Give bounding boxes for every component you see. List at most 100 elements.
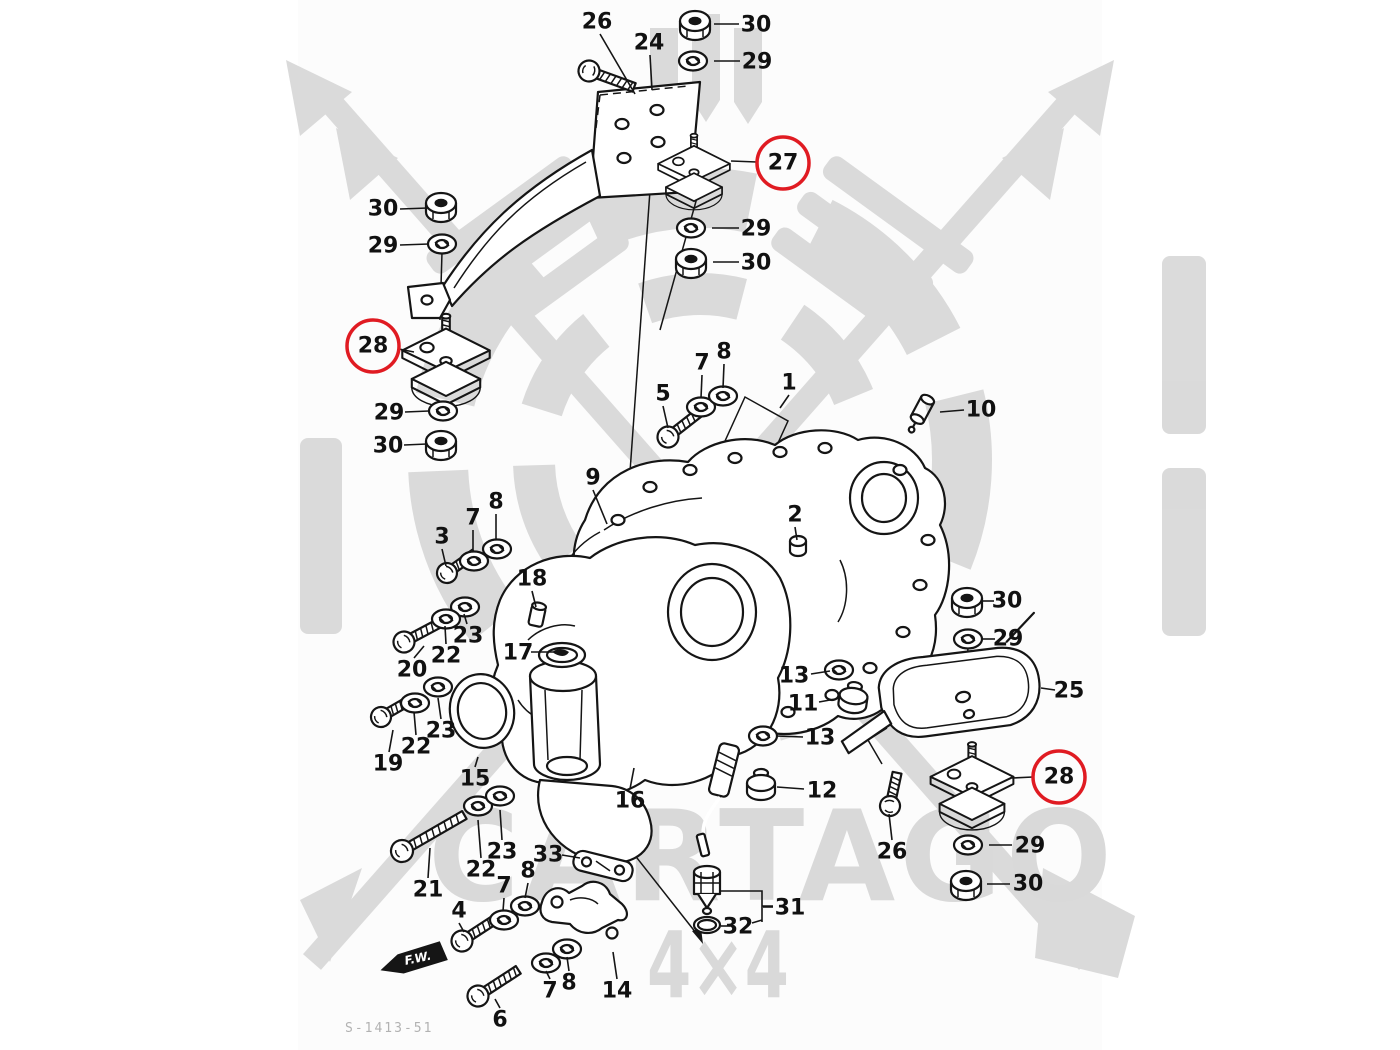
part-label-2: 2 — [787, 503, 802, 528]
breather-10 — [907, 393, 936, 434]
part-label-4: 4 — [451, 899, 466, 924]
washer-29 — [677, 50, 709, 72]
bearing-cap-17 — [537, 641, 587, 669]
leader-line-7 — [700, 374, 703, 399]
washer-7 — [458, 550, 490, 572]
part-label-10: 10 — [966, 398, 997, 423]
part-label-8: 8 — [520, 859, 535, 884]
leader-line-27 — [730, 160, 758, 163]
part-label-24: 24 — [634, 31, 665, 56]
part-label-7: 7 — [465, 506, 480, 531]
leader-line-3 — [441, 548, 447, 567]
leader-line-22 — [477, 819, 482, 859]
leader-line-7 — [545, 970, 551, 980]
part-label-23: 23 — [453, 624, 484, 649]
nut-30 — [950, 586, 984, 619]
leader-line-8 — [566, 956, 570, 972]
leader-line-33 — [561, 854, 581, 859]
part-label-14: 14 — [602, 979, 633, 1004]
part-label-32: 32 — [723, 915, 754, 940]
nut-30 — [949, 869, 983, 902]
nut-30 — [424, 429, 458, 462]
highlight-circle-27 — [755, 135, 811, 191]
mount-plate-25 — [840, 611, 1041, 755]
part-label-23: 23 — [426, 719, 457, 744]
leader-line-7 — [502, 897, 505, 912]
leader-line-13 — [810, 670, 831, 675]
direction-marker-label: F.W. — [403, 949, 432, 968]
leader-line-10 — [939, 409, 965, 413]
part-label-15: 15 — [460, 767, 491, 792]
part-label-8: 8 — [488, 490, 503, 515]
part-label-29: 29 — [741, 217, 772, 242]
highlight-circle-28 — [345, 318, 401, 374]
leader-line-6 — [494, 998, 501, 1009]
part-label-22: 22 — [431, 644, 462, 669]
part-label-8: 8 — [561, 971, 576, 996]
part-label-33: 33 — [533, 843, 564, 868]
retainer-ring-15 — [448, 673, 516, 749]
part-label-29: 29 — [368, 234, 399, 259]
nut-30 — [674, 247, 708, 280]
part-label-17: 17 — [503, 641, 534, 666]
leader-line-26 — [888, 813, 893, 841]
highlight-circle-28 — [1031, 749, 1087, 805]
bracket-14 — [539, 880, 628, 940]
leader-line-8 — [524, 882, 529, 899]
part-label-19: 19 — [373, 752, 404, 777]
part-label-30: 30 — [368, 197, 399, 222]
part-label-3: 3 — [434, 525, 449, 550]
leader-line-9 — [592, 489, 608, 525]
leader-line-18 — [531, 590, 537, 608]
o-ring-32 — [692, 915, 722, 935]
part-label-31: 31 — [775, 896, 806, 921]
leader-line-2 — [794, 526, 798, 541]
washer-7 — [530, 952, 562, 974]
washer-8 — [707, 385, 739, 407]
part-label-7: 7 — [496, 874, 511, 899]
part-label-27: 27 — [768, 151, 799, 176]
leader-line-15 — [474, 756, 479, 768]
leader-line-19 — [388, 729, 394, 753]
washer-8 — [509, 895, 541, 917]
part-label-13: 13 — [805, 726, 836, 751]
part-label-7: 7 — [694, 351, 709, 376]
part-label-22: 22 — [466, 858, 497, 883]
leader-line-24 — [649, 54, 653, 91]
part-label-22: 22 — [401, 735, 432, 760]
leader-line-30 — [403, 443, 428, 446]
washer-29 — [675, 217, 707, 239]
nut-30 — [424, 191, 458, 224]
washer-29 — [427, 400, 459, 422]
washer-29 — [952, 834, 984, 856]
leader-line-23 — [499, 809, 503, 841]
output-housing — [528, 659, 602, 782]
leader-line-29 — [404, 410, 430, 413]
leader-line-22 — [444, 625, 447, 645]
part-label-26: 26 — [877, 840, 908, 865]
part-label-20: 20 — [397, 658, 428, 683]
nut-30 — [678, 9, 712, 42]
mounting-bracket-24 — [406, 80, 702, 320]
part-label-7: 7 — [542, 979, 557, 1004]
part-label-8: 8 — [716, 340, 731, 365]
link-33 — [572, 849, 634, 883]
leader-line-25 — [1040, 687, 1056, 691]
leader-line-4 — [458, 922, 465, 933]
leader-line-12 — [776, 786, 805, 790]
leader-line-23 — [437, 697, 442, 720]
washer-23 — [422, 676, 454, 698]
drawing-code: S-1413-51 — [345, 1021, 433, 1036]
part-label-30: 30 — [373, 434, 404, 459]
washer-13 — [823, 659, 855, 681]
leader-line-1 — [779, 394, 790, 409]
plug-2 — [788, 534, 808, 558]
leader-line-21 — [427, 847, 431, 879]
leader-line-28 — [1011, 776, 1034, 779]
part-label-23: 23 — [487, 840, 518, 865]
part-label-28: 28 — [358, 334, 389, 359]
leader-line-28 — [398, 348, 415, 353]
